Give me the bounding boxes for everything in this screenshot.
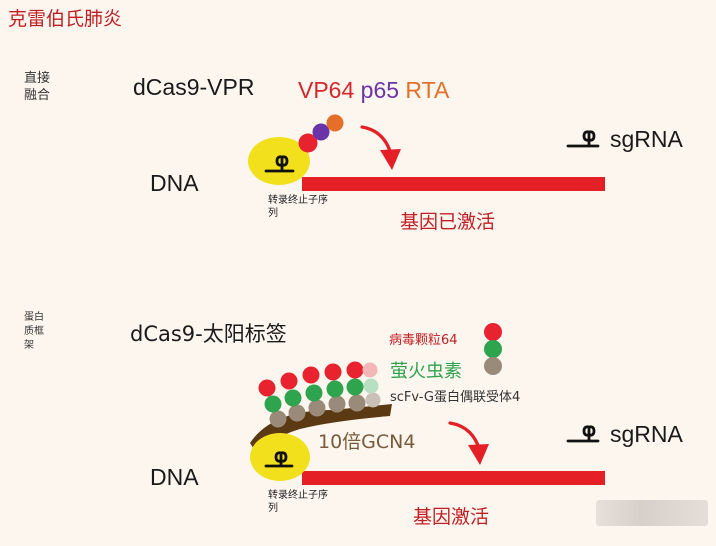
top-domain-labels: VP64 p65 RTA	[298, 77, 449, 104]
suntag-red-row	[258, 361, 378, 397]
top-side-label: 直接融合	[24, 71, 51, 103]
bottom-side-label: 蛋白质框架	[24, 312, 44, 351]
top-promoter-label: 转录终止子序列	[268, 195, 328, 219]
bottom-construct-label: dCas9-太阳标签	[130, 322, 287, 346]
legend-vp64-label: 病毒颗粒64	[389, 333, 458, 348]
vp64-label: VP64	[298, 77, 355, 103]
rta-label: RTA	[405, 77, 450, 103]
top-rta-circle	[326, 114, 344, 132]
top-dna-label: DNA	[150, 170, 199, 196]
bottom-dna-strand	[302, 471, 605, 485]
top-sgrna-hairpin-icon	[566, 130, 600, 148]
legend-scfv-label: scFv-G蛋白偶联受体4	[390, 390, 521, 405]
top-inner-hairpin-icon	[264, 155, 295, 173]
suntag-gray-row	[269, 392, 381, 428]
legend-scfv-circle	[484, 357, 502, 375]
legend-gfp-label: 萤火虫素	[390, 361, 462, 382]
top-construct-label: dCas9-VPR	[133, 74, 255, 100]
bottom-sgrna-hairpin-icon	[566, 425, 600, 443]
bottom-sgrna-label: sgRNA	[610, 421, 683, 447]
p65-label: p65	[360, 77, 400, 103]
top-vp64-circle	[298, 133, 318, 153]
top-dna-strand	[302, 177, 605, 191]
top-dcas9-ellipse	[248, 137, 310, 185]
legend-vp64-circle	[484, 323, 502, 341]
top-status-label: 基因已激活	[400, 211, 496, 233]
suntag-green-row	[264, 378, 379, 413]
bottom-activation-arrowhead	[468, 444, 489, 465]
page-title: 克雷伯氏肺炎	[8, 8, 123, 30]
top-p65-circle	[312, 123, 330, 141]
scaffold-label: 10倍GCN4	[318, 431, 416, 453]
bottom-promoter-label: 转录终止子序列	[268, 490, 328, 514]
bottom-dna-label: DNA	[150, 464, 199, 490]
scaffold-curve	[250, 404, 392, 455]
top-activation-arrowhead	[380, 149, 401, 170]
watermark-patch	[596, 500, 708, 526]
legend-gfp-circle	[484, 340, 502, 358]
bottom-status-label: 基因激活	[413, 506, 490, 528]
top-sgrna-label: sgRNA	[610, 126, 683, 152]
bottom-inner-hairpin-icon	[264, 451, 294, 468]
